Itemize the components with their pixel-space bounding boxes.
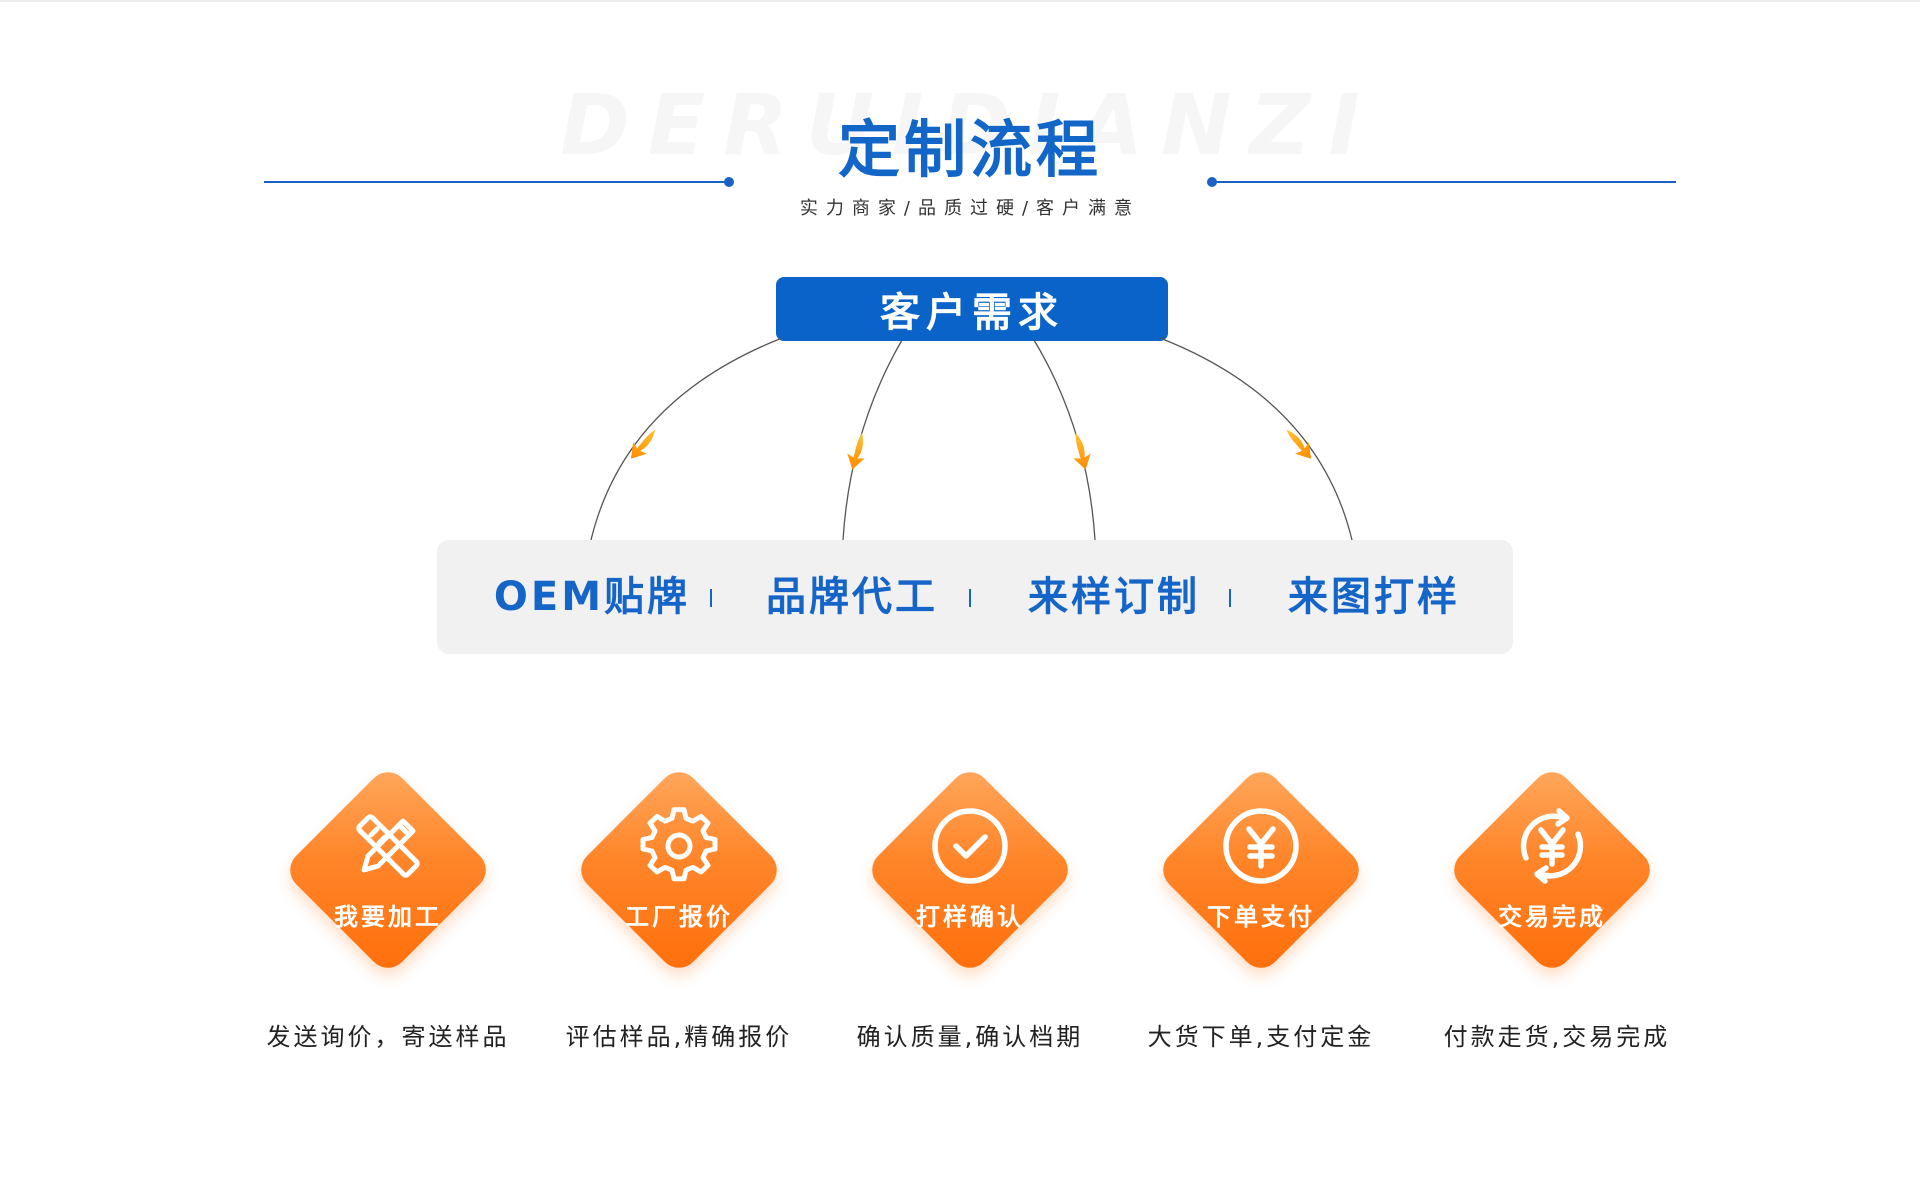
header-dot-left <box>724 177 734 187</box>
process-step-3: 打样确认 <box>848 748 1092 992</box>
step-label: 我要加工 <box>334 903 442 931</box>
header-line-left <box>264 181 730 183</box>
page-subtitle: 实力商家/品质过硬/客户满意 <box>799 198 1141 219</box>
yen-circle-icon <box>1223 808 1299 884</box>
step-label: 下单支付 <box>1207 903 1315 931</box>
separator <box>969 589 971 607</box>
separator <box>1229 589 1231 607</box>
service-type-sample-custom: 来样订制 <box>1028 574 1200 620</box>
yen-cycle-icon <box>1520 808 1584 884</box>
step-description: 付款走货,交易完成 <box>1443 1023 1671 1051</box>
service-type-brand-oem: 品牌代工 <box>766 574 938 620</box>
process-step-5: 交易完成 <box>1430 748 1674 992</box>
step-description: 发送询价，寄送样品 <box>266 1023 510 1051</box>
header-line-right <box>1212 181 1676 183</box>
service-type-drawing-proof: 来图打样 <box>1288 574 1460 620</box>
customer-demand-label: 客户需求 <box>880 290 1064 336</box>
arrow-down-icon <box>631 429 656 459</box>
process-step-1: 我要加工 <box>266 748 510 992</box>
step-label: 工厂报价 <box>625 903 733 931</box>
check-circle-icon <box>932 808 1008 884</box>
pencil-ruler-icon <box>356 814 420 878</box>
branch-line-3 <box>1033 339 1096 541</box>
service-type-oem: OEM贴牌 <box>493 574 691 620</box>
top-border <box>0 0 1920 2</box>
background-watermark: DERUIDIANZI <box>560 76 1378 174</box>
step-description: 评估样品,精确报价 <box>565 1023 793 1051</box>
step-description: 大货下单,支付定金 <box>1147 1023 1375 1051</box>
arrow-down-icon <box>1286 429 1311 459</box>
branch-line-1 <box>590 337 783 541</box>
step-label: 打样确认 <box>916 903 1024 931</box>
step-description: 确认质量,确认档期 <box>856 1023 1084 1051</box>
page-title: 定制流程 <box>837 113 1102 186</box>
arrow-down-icon <box>1073 432 1091 470</box>
gear-icon <box>640 807 718 882</box>
customer-demand-box: 客户需求 <box>776 277 1168 341</box>
process-step-2: 工厂报价 <box>557 748 801 992</box>
branch-connector-lines <box>590 337 1353 541</box>
process-step-4: 下单支付 <box>1139 748 1383 992</box>
branch-line-4 <box>1159 337 1353 541</box>
service-type-bar: OEM贴牌 品牌代工 来样订制 来图打样 <box>437 540 1513 654</box>
separator <box>710 589 712 607</box>
arrow-down-icon <box>847 432 865 470</box>
step-label: 交易完成 <box>1498 903 1606 931</box>
branch-line-2 <box>842 339 903 541</box>
header-dot-right <box>1207 177 1217 187</box>
